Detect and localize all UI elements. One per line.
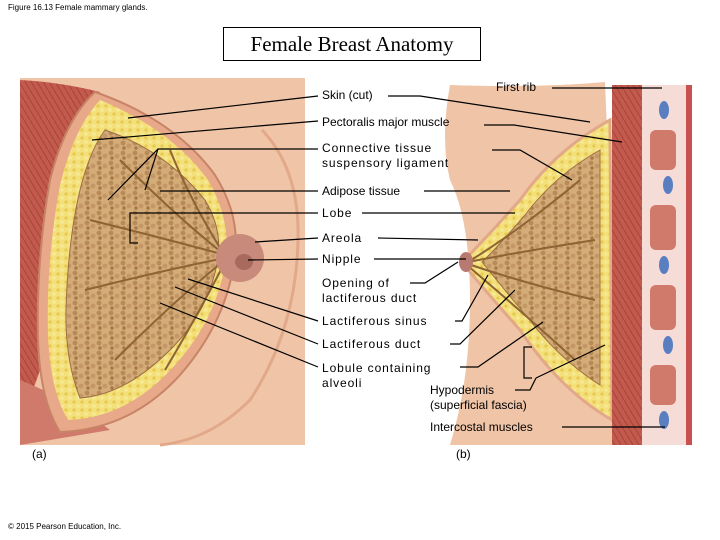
panel-b-illustration bbox=[445, 82, 692, 445]
leader-hypodermis-b bbox=[535, 344, 606, 379]
leader-lobe-bracket bbox=[129, 212, 138, 244]
leader-pectoralis-b bbox=[484, 124, 623, 143]
label-lactiferous-duct: Lactiferous duct bbox=[322, 337, 422, 351]
panel-b-intercostal-muscles bbox=[650, 130, 676, 405]
leader-connective-b bbox=[492, 149, 573, 181]
panel-b-nipple bbox=[459, 252, 473, 272]
leader-hypodermis-bracket bbox=[523, 346, 532, 379]
figure-caption: Figure 16.13 Female mammary glands. bbox=[8, 3, 148, 12]
leader-duct-a bbox=[174, 286, 319, 345]
label-lobe: Lobe bbox=[322, 206, 353, 220]
leader-lines bbox=[91, 87, 665, 428]
label-intercostal: Intercostal muscles bbox=[430, 420, 533, 434]
panel-b-ducts bbox=[467, 179, 596, 361]
label-lactiferous-sinus: Lactiferous sinus bbox=[322, 314, 428, 328]
label-pectoralis: Pectoralis major muscle bbox=[322, 115, 450, 129]
label-connective-tissue: Connective tissue suspensory ligament bbox=[322, 141, 450, 170]
slide-title: Female Breast Anatomy bbox=[223, 27, 481, 61]
label-areola: Areola bbox=[322, 231, 363, 245]
leader-sinus-a bbox=[187, 278, 319, 322]
panel-b-outer-edge bbox=[686, 85, 692, 445]
leader-pectoralis-a bbox=[91, 120, 319, 141]
copyright-notice: © 2015 Pearson Education, Inc. bbox=[8, 522, 122, 531]
leader-nipple bbox=[247, 258, 319, 261]
panel-a-ducts bbox=[84, 149, 226, 371]
panel-a-breast-outline bbox=[159, 128, 300, 447]
leader-skin-a bbox=[127, 95, 319, 119]
label-lobule: Lobule containing alveoli bbox=[322, 361, 432, 390]
label-hypodermis: Hypodermis (superficial fascia) bbox=[430, 383, 527, 412]
leader-areola-b bbox=[377, 237, 479, 241]
panel-b-pectoral-muscle bbox=[612, 85, 642, 445]
label-adipose: Adipose tissue bbox=[322, 184, 401, 198]
panel-a-nipple bbox=[235, 254, 253, 270]
leader-opening bbox=[410, 261, 459, 284]
panel-label-b: (b) bbox=[456, 447, 471, 461]
leader-lobule-a bbox=[159, 302, 319, 368]
panel-label-a: (a) bbox=[32, 447, 47, 461]
leader-sinus-b bbox=[455, 274, 489, 322]
label-nipple: Nipple bbox=[322, 252, 362, 266]
leader-skin-b bbox=[388, 95, 591, 123]
label-opening: Opening of lactiferous duct bbox=[322, 276, 418, 305]
panel-b-ribs bbox=[659, 101, 673, 429]
leader-hypodermis bbox=[515, 377, 537, 391]
label-first-rib: First rib bbox=[496, 80, 536, 94]
label-skin: Skin (cut) bbox=[322, 88, 373, 102]
panel-a-lobes bbox=[65, 129, 220, 399]
leader-areola bbox=[254, 237, 319, 243]
panel-a-illustration bbox=[20, 78, 305, 447]
leader-connective-a2 bbox=[144, 148, 159, 191]
leader-lobule-b bbox=[460, 321, 544, 368]
leader-duct-b bbox=[450, 289, 516, 345]
panel-b-lobes bbox=[481, 149, 601, 386]
